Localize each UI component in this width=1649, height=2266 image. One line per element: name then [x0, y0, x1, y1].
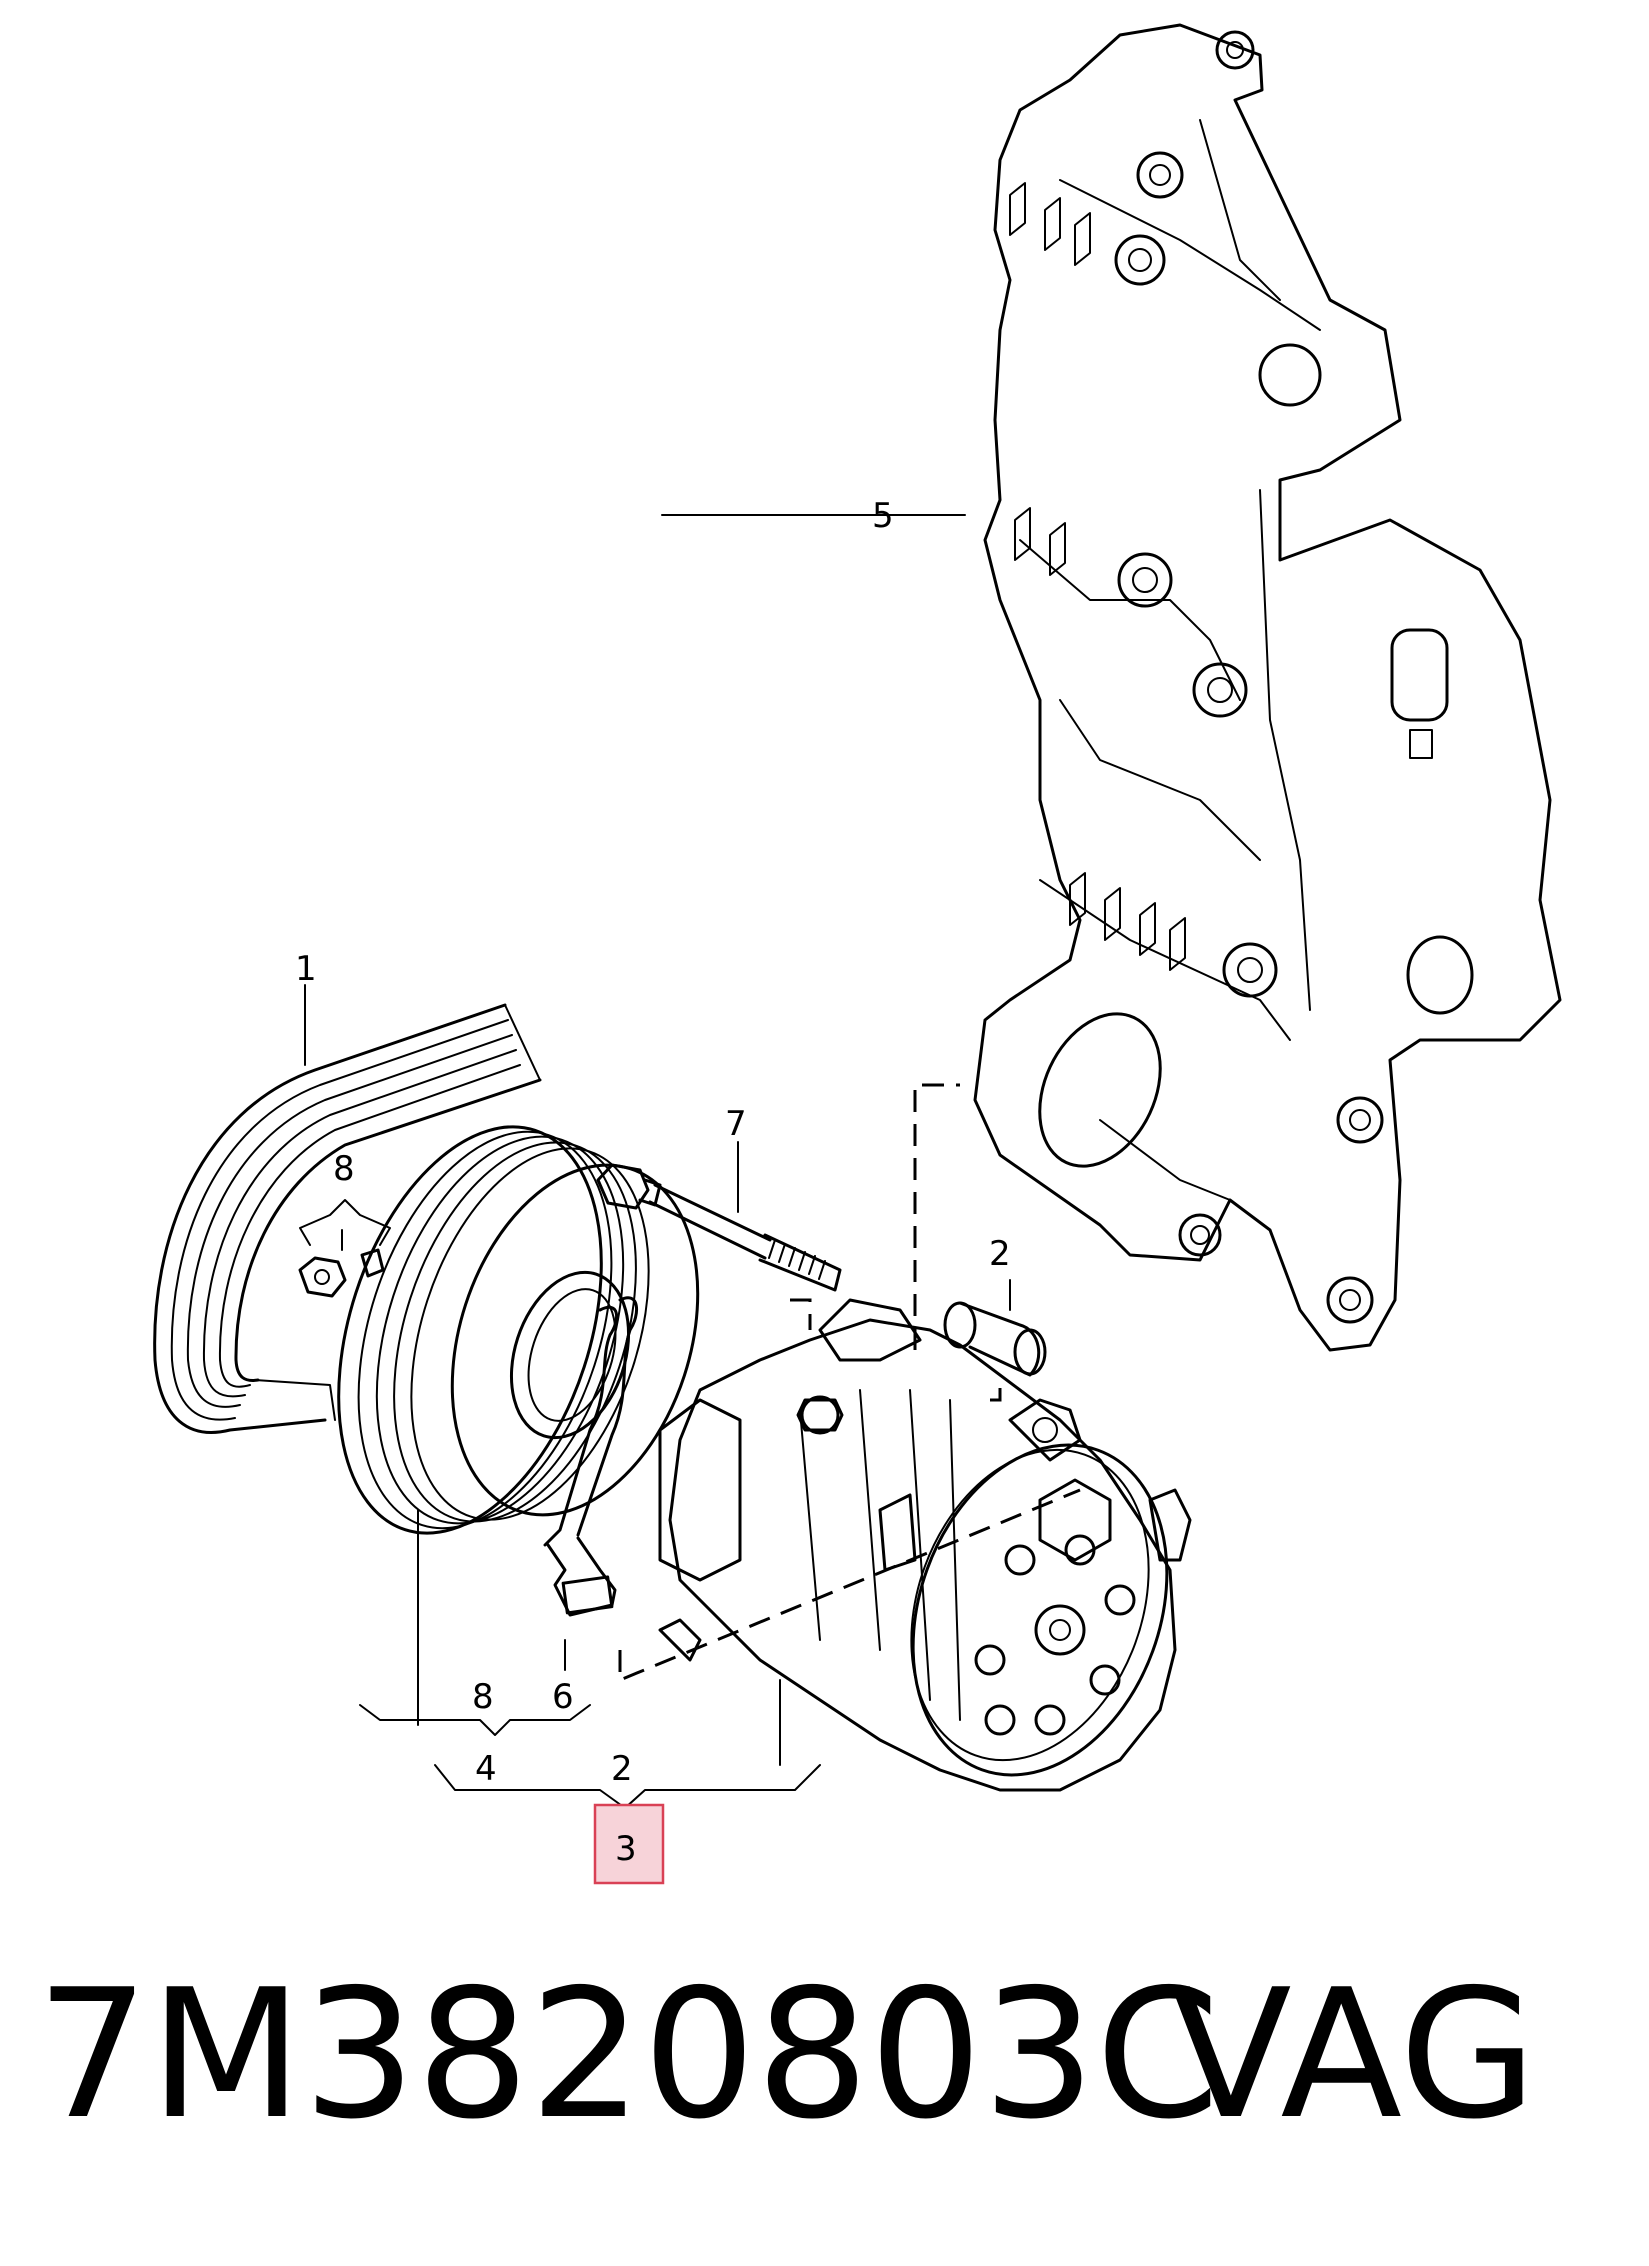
callout-7: 7	[725, 1104, 747, 1144]
bushing	[943, 1301, 1047, 1377]
brand-label: VAG	[1170, 1951, 1537, 2158]
callout-4: 4	[475, 1749, 497, 1789]
drive-belt	[153, 1003, 542, 1434]
callout-3: 3	[615, 1829, 637, 1869]
callout-1: 1	[295, 949, 317, 989]
mounting-bracket	[973, 23, 1562, 1352]
callout-2-top: 2	[989, 1234, 1011, 1274]
callout-leaders	[299, 514, 1081, 1809]
callout-2-bottom: 2	[611, 1749, 633, 1789]
compressor-body	[658, 1298, 1192, 1792]
callout-8-bottom: 8	[472, 1677, 494, 1717]
parts-diagram: 1 2 2 3 4 5 6 7 8 8	[153, 23, 1562, 1885]
callout-8-top: 8	[333, 1149, 355, 1189]
callout-6: 6	[552, 1677, 574, 1717]
highlighted-part-box	[593, 1803, 665, 1885]
callout-5: 5	[872, 496, 894, 536]
part-number: 7M3820803C	[36, 1951, 1220, 2158]
nut-and-key	[298, 1248, 385, 1298]
clutch-pulley	[337, 1125, 700, 1617]
long-bolt	[596, 1163, 842, 1292]
